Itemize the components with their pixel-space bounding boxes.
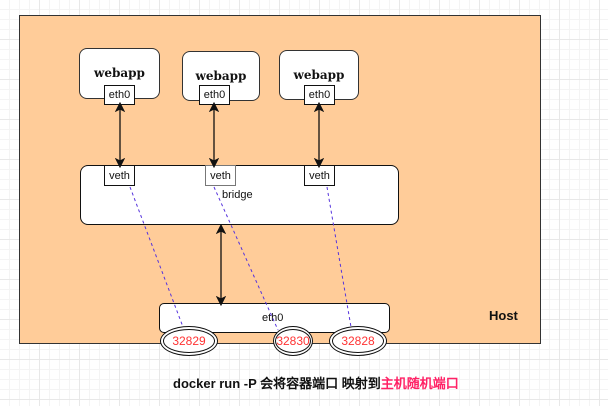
mapping-line-2 (213, 186, 279, 331)
port-number: 32830 (275, 329, 311, 353)
host-port-3[interactable]: 32828 (329, 326, 387, 356)
host-port-2[interactable]: 32830 (273, 326, 313, 356)
container-label: webapp (195, 69, 247, 83)
caption-prefix: docker run -P 会将容器端口 映射到 (173, 376, 381, 391)
container-eth0-3[interactable]: eth0 (304, 85, 335, 105)
caption: docker run -P 会将容器端口 映射到主机随机端口 (173, 373, 459, 392)
mapping-line-1 (129, 186, 184, 328)
port-number: 32829 (163, 329, 215, 353)
bridge-label: bridge (222, 189, 253, 201)
host-eth0-label: eth0 (262, 312, 284, 324)
container-eth0-2[interactable]: eth0 (199, 85, 230, 105)
veth-3[interactable]: veth (304, 165, 335, 186)
veth-2[interactable]: veth (205, 165, 236, 186)
host-label: Host (489, 308, 518, 323)
container-label: webapp (293, 68, 345, 82)
container-label: webapp (94, 66, 145, 80)
mapping-line-3 (326, 186, 352, 328)
caption-highlight: 主机随机端口 (380, 376, 459, 391)
host-port-1[interactable]: 32829 (160, 326, 218, 356)
port-number: 32828 (332, 329, 384, 353)
